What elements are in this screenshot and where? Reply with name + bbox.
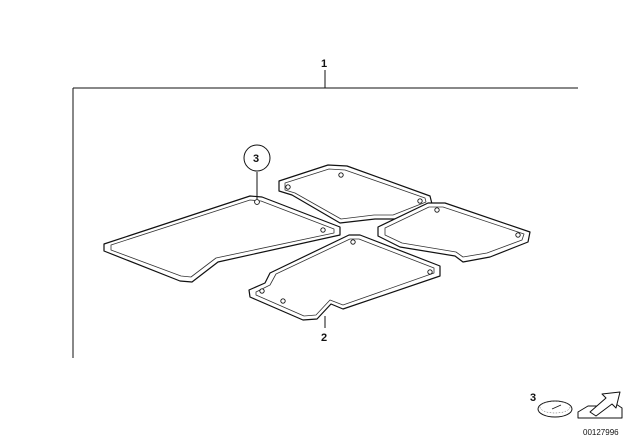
floor-mat-front-right (248, 234, 441, 321)
assembly-bracket (72, 70, 578, 358)
floor-mat-rear-right (278, 164, 433, 224)
floor-mat-front-left (103, 195, 341, 283)
callout-1: 1 (321, 58, 327, 70)
callout-3-circle (243, 144, 271, 172)
floor-mat-rear-left (377, 202, 531, 263)
round-clip-icon (537, 400, 573, 418)
legend-number-3: 3 (530, 392, 536, 404)
callout-3: 3 (253, 153, 259, 165)
arrow-icon (577, 391, 623, 419)
document-number: 00127996 (583, 428, 619, 437)
callout-2: 2 (321, 332, 327, 344)
